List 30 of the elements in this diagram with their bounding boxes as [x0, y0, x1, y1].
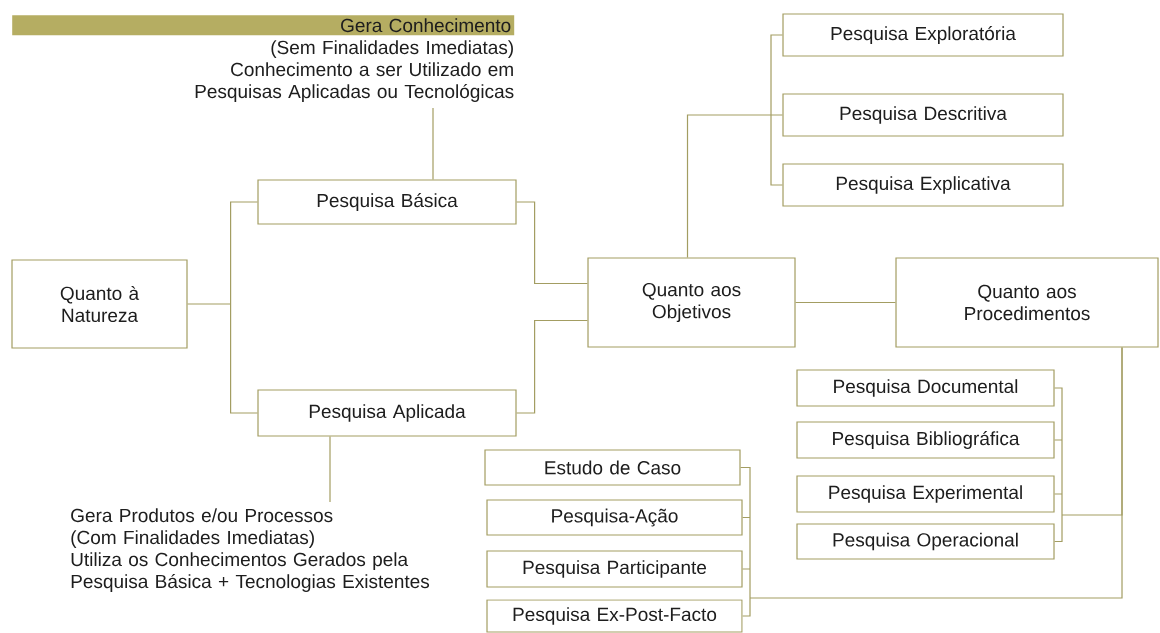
category-box: Quanto aos Objetivos: [587, 257, 796, 348]
heading-band: Gera Conhecimento: [12, 15, 515, 36]
connector-line: [516, 201, 588, 285]
research-type-box: Pesquisa Participante: [486, 550, 743, 588]
connector-line: [187, 201, 258, 414]
description-text: Utiliza os Conhecimentos Gerados pela Pesquisa Básica + Tecnologias Existentes: [71, 552, 430, 592]
research-type-box: Pesquisa Aplicada: [257, 389, 517, 437]
connector-line: [516, 319, 588, 414]
research-type-box: Pesquisa Documental: [796, 369, 1055, 407]
connector-line: [740, 347, 1123, 617]
research-type-box: Pesquisa Explicativa: [782, 163, 1064, 207]
research-type-box: Pesquisa Experimental: [796, 475, 1055, 513]
description-text: Conhecimento a ser Utilizado em Pesquisas Aplicadas ou Tecnológicas: [195, 62, 514, 102]
connector-line: [329, 436, 331, 503]
research-type-box: Pesquisa Básica: [257, 179, 517, 225]
research-type-box: Estudo de Caso: [484, 449, 741, 486]
research-type-box: Pesquisa Bibliográfica: [796, 421, 1055, 459]
description-text: Gera Produtos e/ou Processos: [71, 508, 333, 523]
connector-line: [432, 107, 434, 180]
research-type-box: Pesquisa Descritiva: [782, 93, 1064, 137]
category-box: Quanto à Natureza: [11, 259, 188, 349]
research-type-box: Pesquisa Ex-Post-Facto: [486, 599, 743, 633]
research-type-box: Pesquisa Exploratória: [782, 13, 1064, 57]
research-type-box: Pesquisa Operacional: [796, 523, 1055, 560]
research-type-box: Pesquisa-Ação: [486, 499, 743, 536]
description-text: (Com Finalidades Imediatas): [71, 530, 314, 548]
connector-line: [686, 34, 783, 258]
category-box: Quanto aos Procedimentos: [895, 257, 1159, 348]
description-text: (Sem Finalidades Imediatas): [271, 40, 513, 58]
connector-line: [795, 301, 896, 304]
